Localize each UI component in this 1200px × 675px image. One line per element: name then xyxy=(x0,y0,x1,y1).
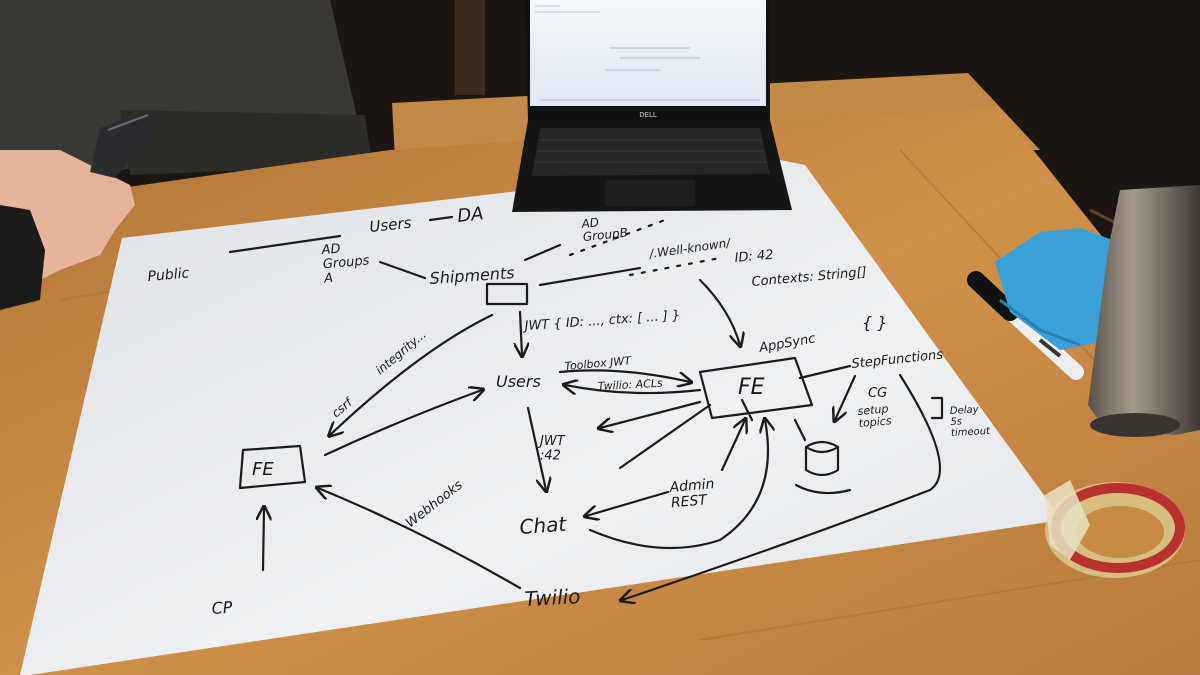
database-icon xyxy=(804,440,840,477)
label-toolbox-jwt: Toolbox JWT xyxy=(564,354,633,373)
label-fe-right: FE xyxy=(738,375,765,400)
arrow-chat-loop xyxy=(588,420,768,550)
thermos-flask xyxy=(1088,185,1200,437)
arrow-users-chat xyxy=(526,406,546,490)
arrow-admin-fe xyxy=(720,420,745,472)
hand-with-phone xyxy=(0,110,158,310)
paper-sheet xyxy=(20,160,1062,675)
arrow-stepfunctions-twilio xyxy=(622,373,942,600)
fe-box-right xyxy=(698,356,814,420)
label-ad-groups-a: ADGroupsA xyxy=(320,239,371,287)
label-public: Public xyxy=(147,265,190,285)
label-id-42: ID: 42 xyxy=(734,248,774,266)
arrow-shipments-fe xyxy=(330,313,494,435)
label-braces: { } xyxy=(862,313,887,332)
arrow-admin-chat xyxy=(586,490,670,516)
arrow-cp-fe xyxy=(263,508,264,572)
arrow-twilio-fe xyxy=(318,488,522,590)
laptop-screen xyxy=(530,0,766,106)
label-jwt-42: JWT:42 xyxy=(537,434,566,463)
label-fe-left: FE xyxy=(252,459,274,480)
label-da: DA xyxy=(456,203,484,227)
arrow-fe-users xyxy=(323,390,482,457)
arrow-wellknown-appsync xyxy=(698,278,740,345)
arrow-users-fe-right xyxy=(558,369,690,382)
label-users-mid: Users xyxy=(496,372,541,391)
label-twilio-acls: Twilio: ACLs xyxy=(597,377,663,393)
tape-roll xyxy=(1045,480,1185,578)
arrow-shipments-users xyxy=(520,310,522,355)
architecture-sketch xyxy=(228,215,944,600)
label-ad-group-b: ADGroupB xyxy=(580,212,629,244)
marker-pen xyxy=(967,271,1084,380)
label-twilio: Twilio xyxy=(524,584,581,611)
label-admin-rest: AdminREST xyxy=(668,476,716,511)
label-delay: Delay5stimeout xyxy=(950,404,992,439)
laptop: DELL xyxy=(512,0,792,212)
arrow-fe-right-left xyxy=(600,400,702,428)
label-cp: CP xyxy=(211,598,233,618)
label-cg: CG xyxy=(868,386,887,401)
label-setup-topics: setuptopics xyxy=(857,402,892,430)
label-chat: Chat xyxy=(519,512,568,539)
laptop-brand: DELL xyxy=(639,111,657,119)
arrow-fe-right-users xyxy=(565,385,702,393)
fe-box-left xyxy=(238,444,307,490)
shipments-box xyxy=(485,282,529,306)
label-users-top: Users xyxy=(369,214,413,236)
